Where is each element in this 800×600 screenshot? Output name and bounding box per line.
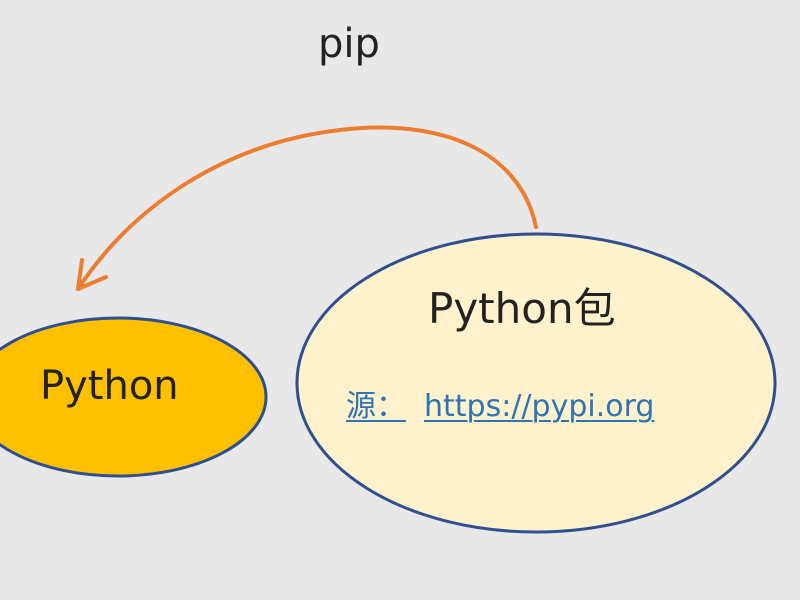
pip-label: pip [318, 21, 380, 67]
python-node-label: Python [40, 363, 179, 409]
pip-arrow-head [76, 258, 108, 291]
package-node-title: Python包 [428, 284, 616, 333]
package-ellipse [295, 232, 777, 534]
source-prefix: 源： [346, 389, 406, 424]
pip-arrow-curve [76, 125, 538, 291]
pypi-link[interactable]: https://pypi.org [424, 389, 655, 424]
python-ellipse [0, 316, 268, 478]
package-source[interactable]: 源： https://pypi.org [346, 388, 654, 426]
